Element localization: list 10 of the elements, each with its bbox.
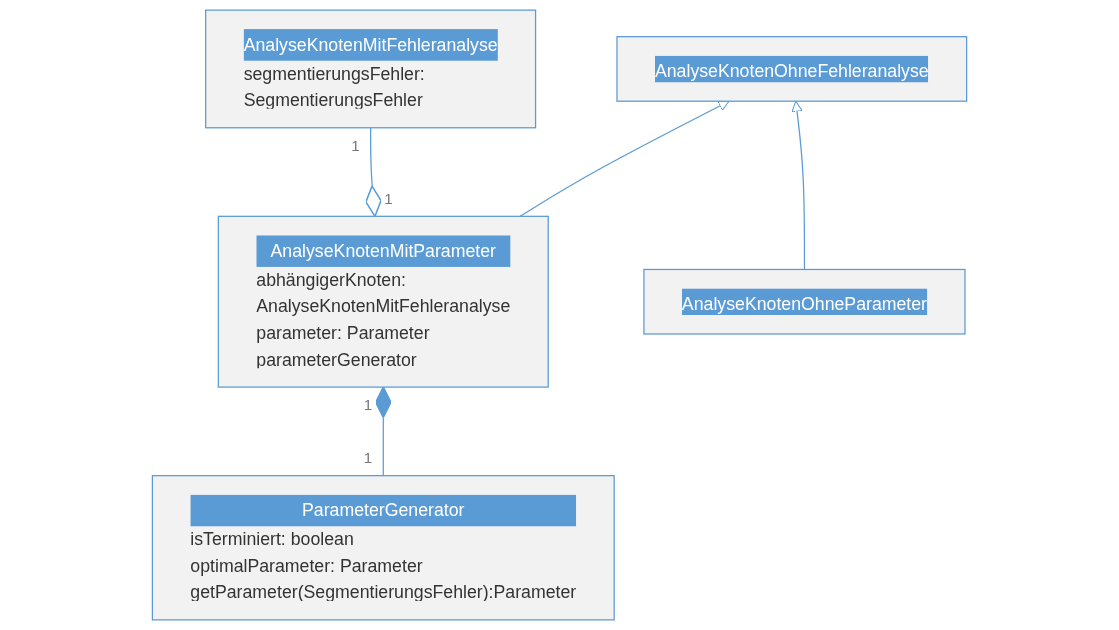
multiplicity-label: 1 [351, 136, 360, 154]
association-line [365, 127, 382, 218]
multiplicity-label: 1 [363, 395, 373, 413]
class-box: AnalyseKnotenOhneFehleranalyse [616, 36, 968, 102]
association-line [374, 386, 392, 477]
class-box: AnalyseKnotenOhneParameter [643, 268, 966, 335]
multiplicity-label: 1 [363, 449, 373, 466]
multiplicity-label: 1 [384, 189, 393, 207]
generalization-arrow [519, 100, 730, 217]
generalization-arrow [791, 100, 806, 271]
